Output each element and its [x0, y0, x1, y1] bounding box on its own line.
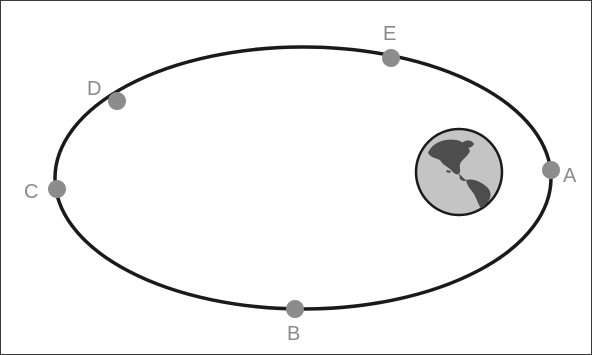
point-b — [286, 300, 304, 318]
label-a: A — [563, 165, 577, 187]
label-e: E — [383, 23, 396, 45]
point-e — [382, 49, 400, 67]
point-d — [108, 92, 126, 110]
label-c: C — [24, 181, 38, 203]
earth-icon — [416, 129, 502, 215]
point-a — [542, 161, 560, 179]
label-b: B — [287, 323, 300, 345]
point-c — [48, 180, 66, 198]
label-d: D — [87, 78, 101, 100]
